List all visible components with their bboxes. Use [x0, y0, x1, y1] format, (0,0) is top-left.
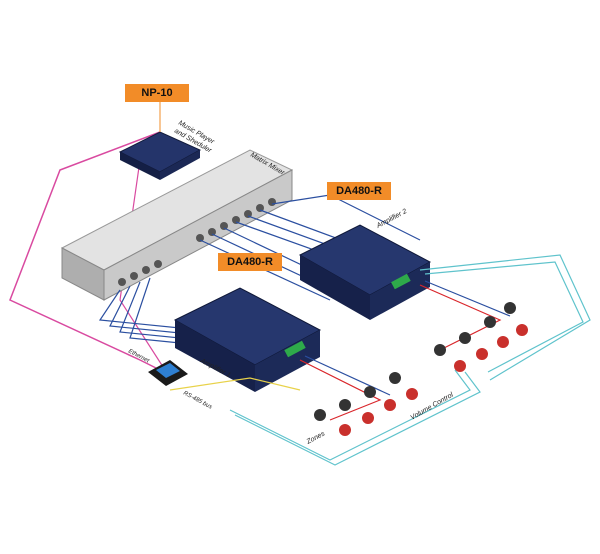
label-zones: Zones — [305, 430, 327, 446]
amplifier-1 — [173, 287, 322, 392]
da480-tag-amplifier-2: DA480-R — [327, 182, 391, 200]
np10-tag: NP-10 — [125, 84, 189, 102]
da480-tag-amplifier-1: DA480-R — [218, 253, 282, 271]
matrix-mixer — [60, 149, 294, 301]
label-ethernet: Ethernet — [127, 348, 150, 364]
np10-device — [118, 100, 202, 180]
speaker-cables — [169, 254, 591, 466]
label-rs485: RS-485 bus — [182, 390, 213, 410]
zone-speakers — [314, 302, 516, 421]
ethernet-cable — [9, 131, 161, 371]
amplifier-2 — [298, 224, 432, 320]
volume-controls — [339, 324, 528, 436]
remote-control-panel — [148, 360, 188, 386]
label-amplifier-2: Amplifier 2 — [375, 208, 408, 230]
mixer-connectors — [118, 198, 276, 286]
